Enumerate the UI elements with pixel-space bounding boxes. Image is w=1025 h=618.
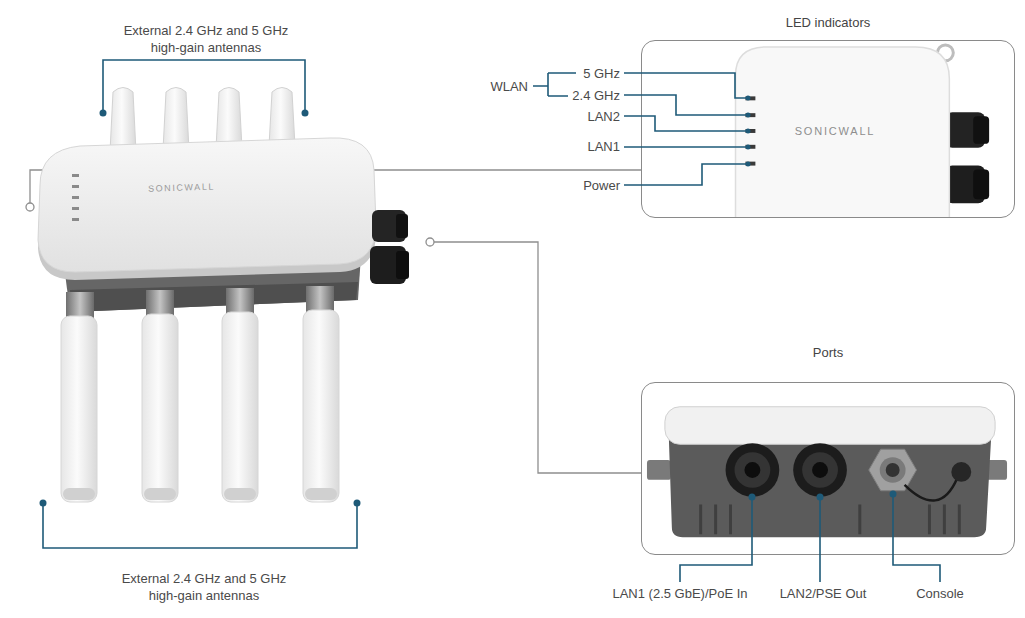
led [72,174,79,177]
leader-dot [302,110,309,117]
antenna-cap [144,488,176,500]
ports-inset-illustration [642,383,1014,554]
lid [665,407,995,445]
device-base [669,438,991,537]
gland-ridge [973,170,989,200]
inset-frame [641,382,1015,555]
antenna [216,88,242,149]
gland-ridge [396,214,408,238]
side-connector [647,460,671,480]
device-node: SONICWALL [30,60,430,520]
antenna [222,312,258,502]
led-label: Power [550,177,620,194]
led-row [745,96,755,165]
port-nut [793,443,847,496]
led [745,145,755,149]
connector-end-circle [26,203,34,211]
callout-connector [430,242,641,473]
led [745,129,755,133]
antenna [269,88,295,147]
console-hole [886,463,900,477]
antenna-caption: External 2.4 GHz and 5 GHz high-gain ant… [113,570,295,604]
leader-dot [354,500,361,507]
antenna [61,316,97,502]
lid [38,138,376,272]
port-hole [812,462,828,478]
panel-title: LED indicators [641,15,1015,31]
antenna-caption: External 2.4 GHz and 5 GHz high-gain ant… [115,22,297,56]
connector-end-circle [426,238,434,246]
cooling-fins [701,505,960,535]
console-port [869,449,971,500]
led [72,207,79,210]
led [72,185,79,188]
inset-panel: LED indicators [641,10,1015,218]
port-label: LAN1 (2.5 GbE)/PoE In [596,585,764,602]
panel-title: Ports [641,345,1015,361]
antenna [110,88,136,153]
port-label: Console [895,585,985,602]
led [72,218,79,221]
cable-glands [370,210,409,284]
inset-panel: Ports [641,340,1015,555]
gland-ridge [396,251,409,279]
led-label: 2.4 GHz [540,87,620,104]
leader-dot [40,500,47,507]
wlan-bracket [533,73,576,96]
led [745,162,755,166]
port-nut [726,443,780,496]
port-label: LAN2/PSE Out [758,585,888,602]
led [72,196,79,199]
console-cap-cord [905,478,958,501]
led [745,113,755,117]
antenna-bracket [43,503,357,548]
bottom-antennas [61,286,339,502]
led-label: LAN2 [550,108,620,125]
lan2-port [793,443,847,496]
console-cap [951,462,971,482]
group-label: WLAN [478,78,528,95]
led-label: 5 GHz [550,65,620,82]
led-row [72,174,79,221]
brand-logo: SONICWALL [772,123,898,140]
port-ring [735,452,771,488]
antenna [142,314,178,502]
cable-glands [945,112,989,203]
port-ring [802,452,838,488]
antenna-cap [63,488,95,500]
port-hole [744,462,760,478]
access-point-illustration [30,60,430,520]
console-nut [869,449,917,491]
leader-dot [100,110,107,117]
led-label: LAN1 [550,138,620,155]
console-ring [880,457,906,483]
fin [701,505,960,535]
antenna [303,310,339,502]
device-top [735,47,949,217]
lan1-port [726,443,780,496]
gland-ridge [973,116,989,144]
antenna-cap [224,488,256,500]
led [745,96,755,100]
antenna [163,88,189,151]
antenna-cap [305,488,337,500]
